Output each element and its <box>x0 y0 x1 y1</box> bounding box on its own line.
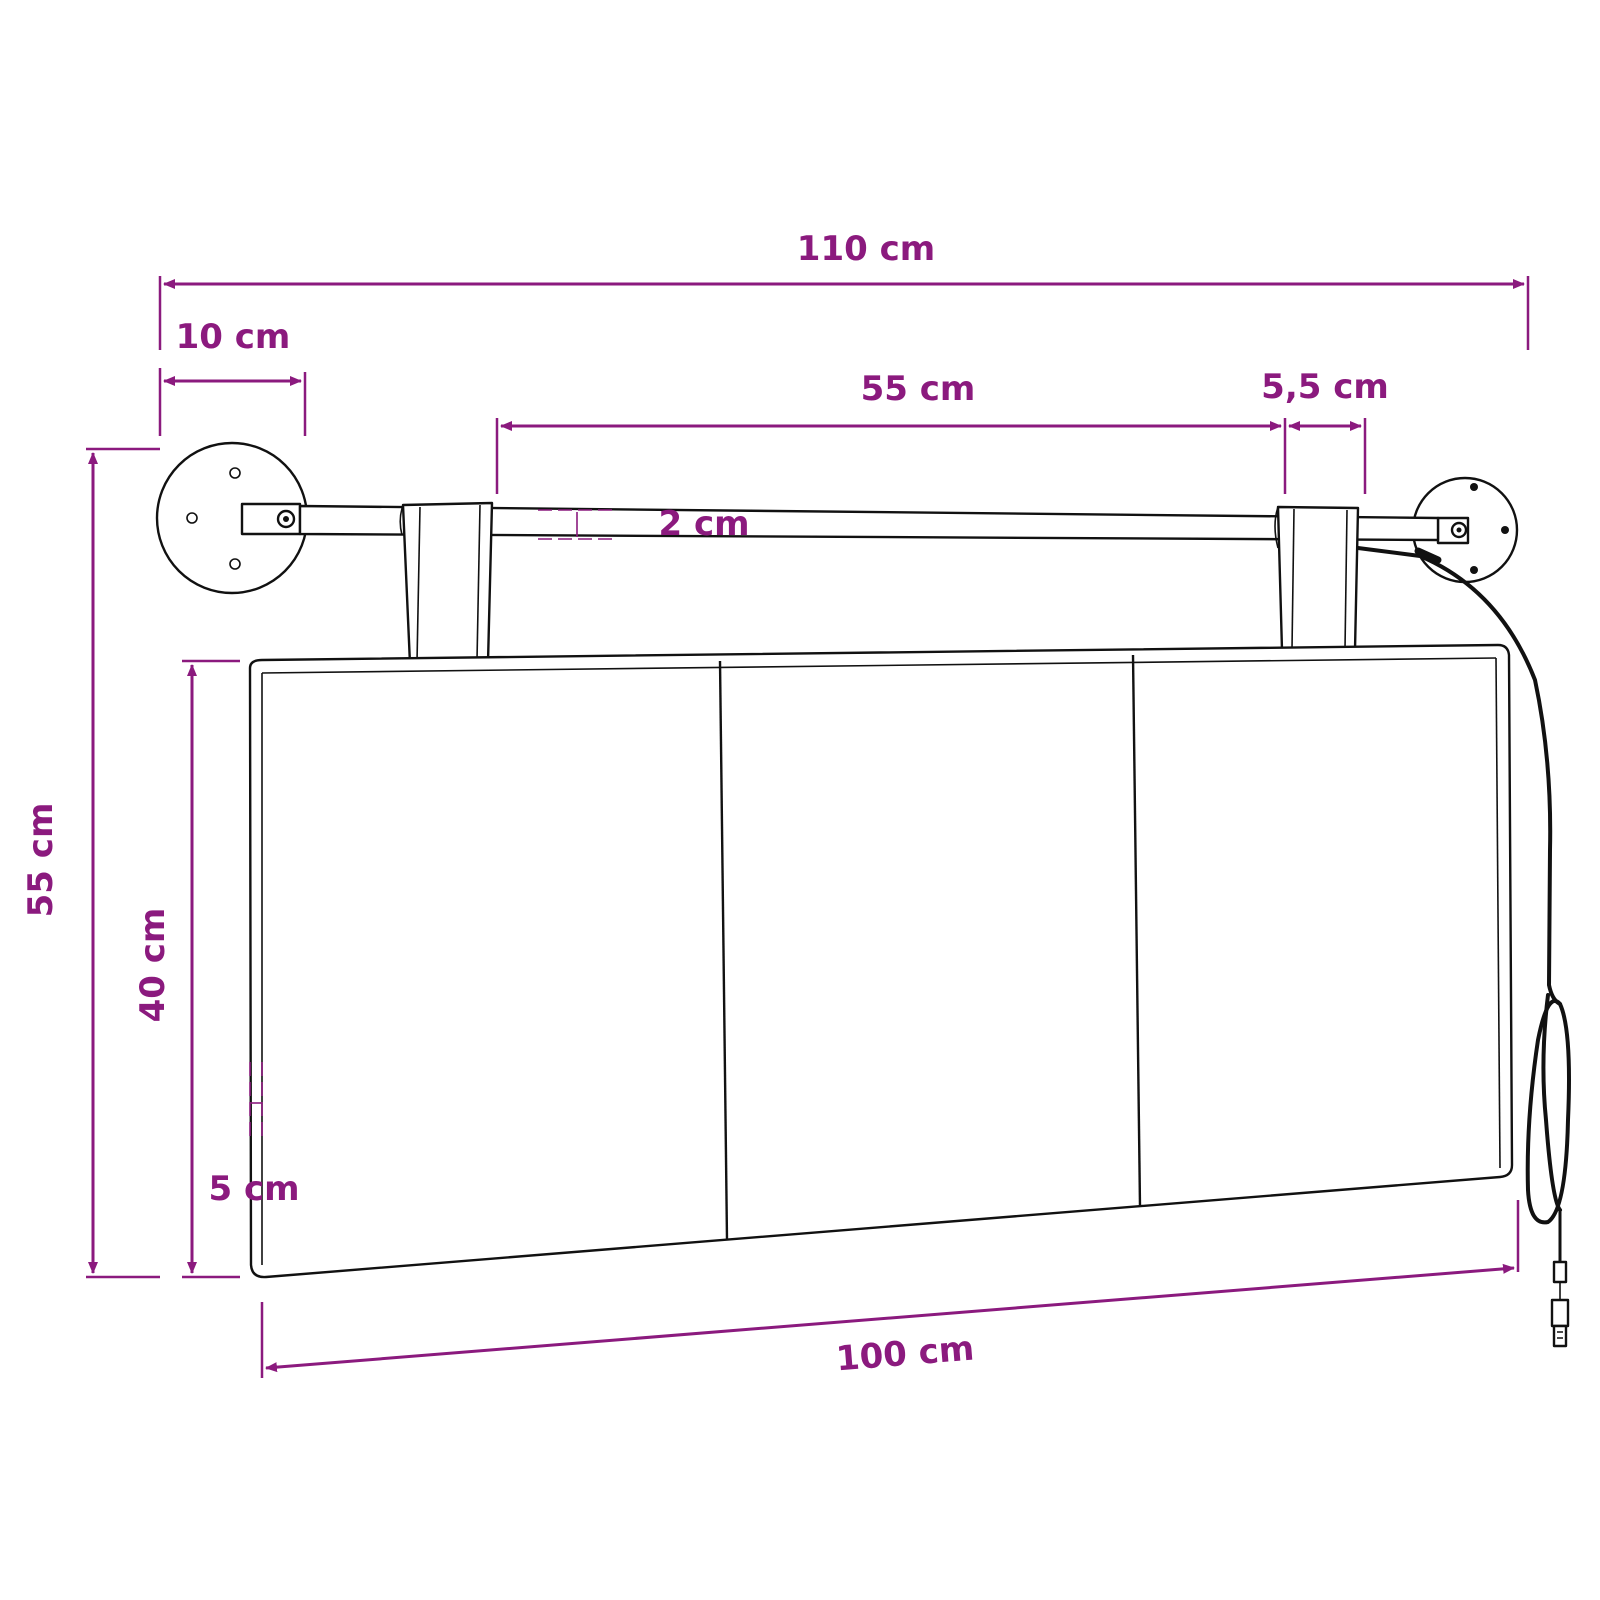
left-wall-bracket <box>155 441 309 595</box>
dimension-rod-diameter: 2 cm <box>538 504 750 544</box>
dimension-total-width: 110 cm <box>158 229 1530 350</box>
label-total-width: 110 cm <box>797 229 935 269</box>
right-strap <box>1274 505 1360 652</box>
usb-cable <box>1356 546 1571 1348</box>
headboard-cushion <box>248 643 1514 1279</box>
dimension-total-height: 55 cm <box>21 447 160 1279</box>
dimension-cushion-width: 100 cm <box>260 1200 1520 1380</box>
label-cushion-height: 40 cm <box>133 908 173 1023</box>
dimension-strap-spacing: 55 cm <box>495 369 1287 494</box>
label-cushion-thickness: 5 cm <box>208 1169 299 1209</box>
hanging-rod <box>298 504 1440 542</box>
left-strap <box>399 501 494 666</box>
dimension-strap-width: 5,5 cm <box>1261 367 1389 494</box>
right-wall-bracket <box>1411 476 1519 584</box>
label-total-height: 55 cm <box>21 803 61 918</box>
dimension-cushion-height: 40 cm <box>133 659 240 1279</box>
label-strap-spacing: 55 cm <box>861 369 976 409</box>
dimension-bracket-depth: 10 cm <box>158 317 307 436</box>
label-rod-diameter: 2 cm <box>658 504 749 544</box>
label-strap-width: 5,5 cm <box>1261 367 1389 407</box>
label-cushion-width: 100 cm <box>835 1329 976 1380</box>
label-bracket-depth: 10 cm <box>176 317 291 357</box>
dimension-cushion-thickness: 5 cm <box>208 1062 300 1209</box>
headboard-illustration <box>155 441 1571 1348</box>
